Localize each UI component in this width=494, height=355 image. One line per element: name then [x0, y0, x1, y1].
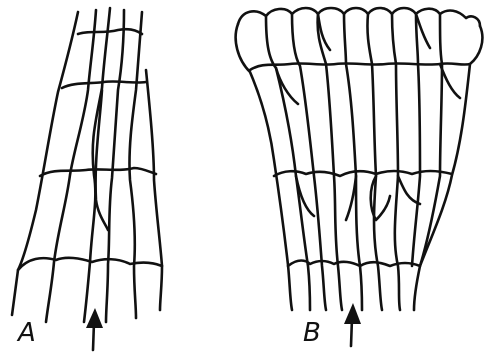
panel-b-wall-8: [420, 14, 442, 266]
panel-a-cell-file: [12, 8, 162, 322]
panel-b-cross-wall-1: [250, 63, 470, 70]
panel-b-branch-6: [346, 176, 356, 220]
panel-b-wall-5: [367, 14, 382, 310]
panel-b-wall-7: [412, 14, 420, 266]
up-arrow-icon: [344, 303, 361, 346]
panel-a-wall-1: [12, 12, 78, 315]
panel-b-left-boundary: [236, 24, 292, 310]
panel-a-wall-5: [129, 12, 142, 318]
panel-a-cross-wall-3: [40, 168, 156, 176]
panel-a-cross-wall-2: [62, 81, 146, 88]
panel-a-arrow-head: [86, 308, 103, 328]
up-arrow-icon: [86, 308, 103, 350]
panel-a-wall-4: [106, 10, 124, 322]
panel-b-cell-file: [236, 8, 483, 310]
panel-a-wall-6: [146, 70, 162, 310]
panel-b-right-boundary: [414, 26, 482, 310]
panel-b-top-margin: [238, 8, 480, 26]
panel-a-label: A: [18, 320, 36, 346]
panel-b-arrow-head: [344, 303, 361, 324]
panel-b-cross-wall-2: [274, 171, 452, 176]
panel-a-cross-wall-1: [78, 29, 142, 34]
panel-b-label: B: [303, 320, 321, 346]
